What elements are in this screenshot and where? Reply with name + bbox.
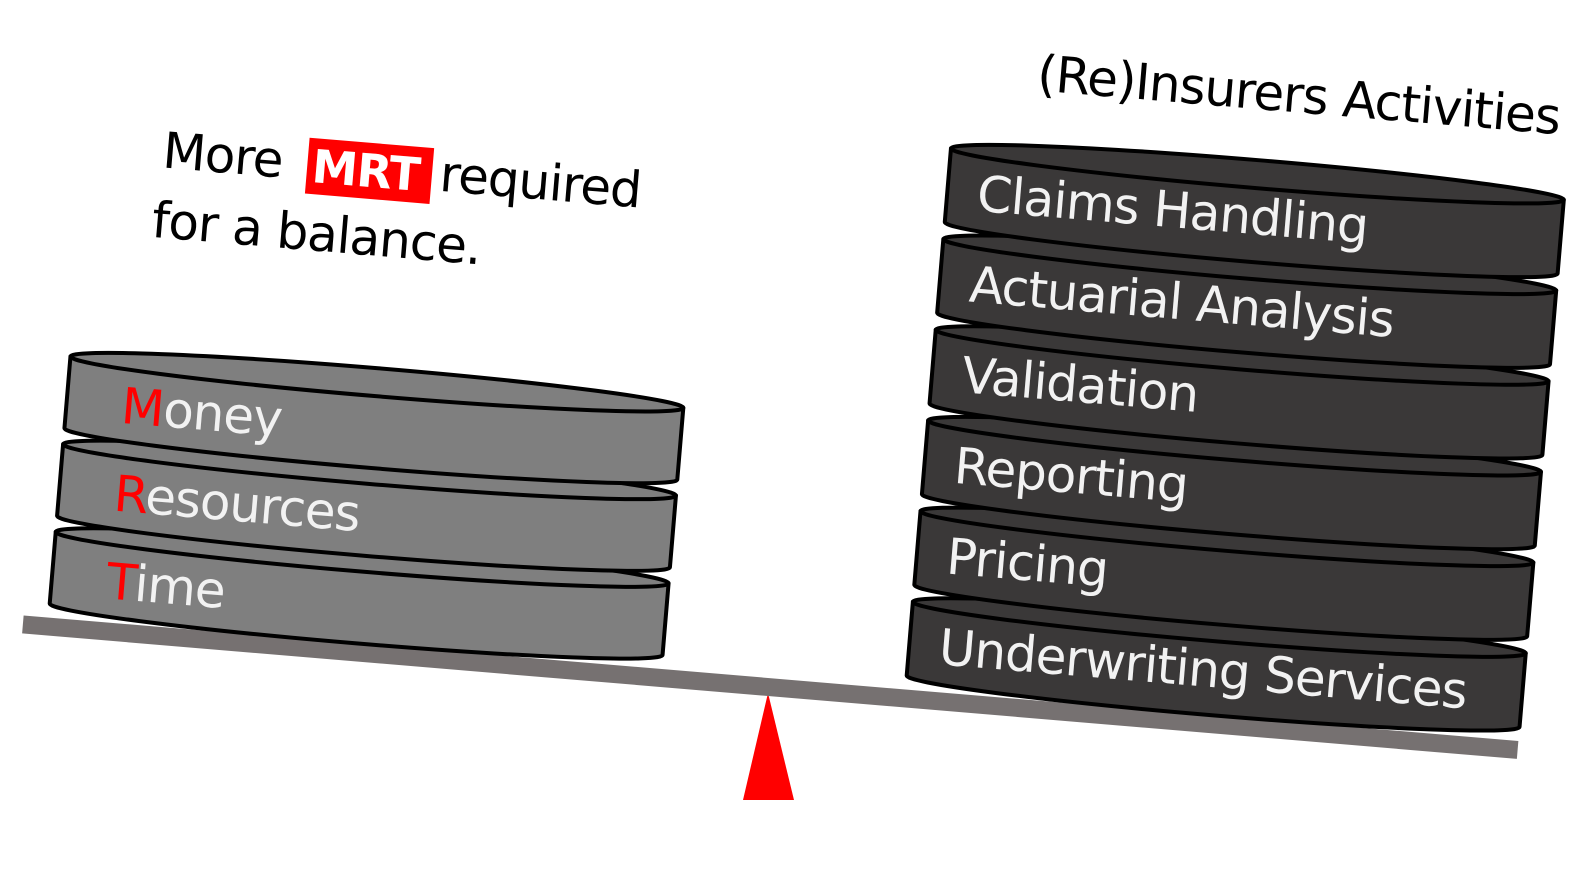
disk-body (55, 442, 678, 573)
disk-body (47, 529, 671, 661)
left-caption: More MRT required for a balance. (150, 122, 644, 277)
disk-body (935, 237, 1559, 370)
right-stack-title: (Re)Insurers Activities (1035, 44, 1562, 146)
label-rest: oney (161, 381, 284, 449)
disk-body (927, 327, 1551, 461)
caption-prefix: More (161, 122, 285, 190)
left-disk-1: Resources (55, 438, 678, 573)
right-disk-4: Pricing (912, 505, 1536, 642)
disk-body (942, 146, 1566, 280)
left-disk-0: Money (62, 350, 686, 486)
disk-body (904, 599, 1528, 733)
caption-highlight: MRT (310, 139, 423, 202)
disk-top (948, 142, 1566, 206)
balance-beam (22, 615, 1519, 759)
right-disk-0: Claims Handling (942, 142, 1566, 280)
right-disk-1: Actuarial Analysis (935, 233, 1559, 370)
right-disk-label: Pricing (944, 528, 1110, 599)
left-disk-label: Time (103, 552, 227, 620)
left-disk-label: Money (119, 377, 284, 448)
disk-body (62, 354, 686, 486)
caption-line2: for a balance. (150, 191, 484, 276)
right-disk-2: Validation (927, 324, 1551, 461)
disk-body (919, 418, 1543, 552)
fulcrum-triangle (743, 693, 794, 800)
right-stack: Underwriting ServicesPricingReportingVal… (904, 142, 1566, 733)
disk-body (912, 509, 1536, 642)
caption-suffix: required (438, 145, 644, 220)
right-disk-3: Reporting (919, 414, 1543, 552)
mrt-highlight-box (304, 137, 435, 204)
disk-top (68, 350, 686, 414)
label-rest: ime (132, 555, 227, 620)
label-initial: M (119, 377, 166, 438)
